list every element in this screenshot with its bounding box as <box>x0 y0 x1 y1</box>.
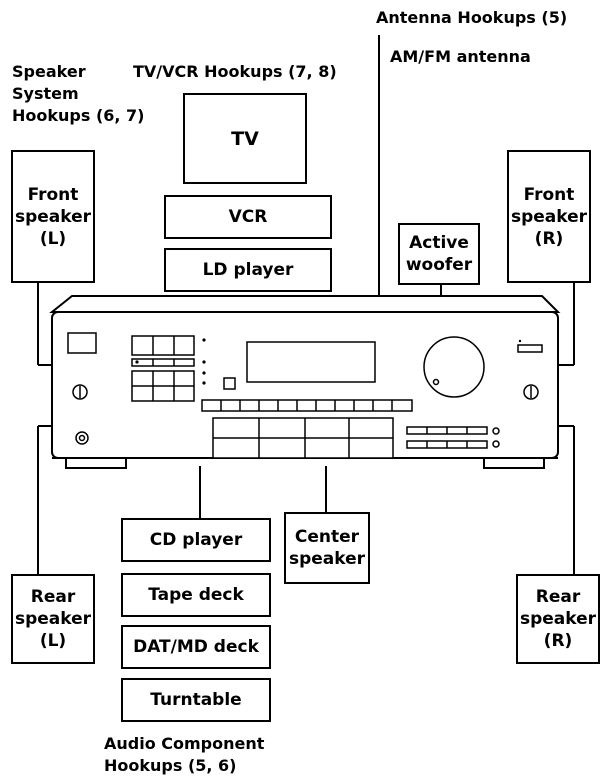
tape-deck-box: Tape deck <box>121 573 271 617</box>
receiver-foot-left <box>65 457 127 469</box>
display-window <box>246 341 376 383</box>
active-woofer-box: Active woofer <box>398 223 480 285</box>
power-button <box>67 332 97 354</box>
ld-player-box: LD player <box>164 248 332 292</box>
tv-box: TV <box>183 93 307 184</box>
right-slot <box>517 344 543 353</box>
function-button-row <box>201 399 413 412</box>
receiver-top <box>49 295 561 313</box>
front-speaker-r-box: Front speaker (R) <box>507 150 591 283</box>
antenna-hookups-heading: Antenna Hookups (5) <box>376 8 568 27</box>
front-speaker-l-box: Front speaker (L) <box>11 150 95 283</box>
dat-md-deck-box: DAT/MD deck <box>121 625 271 669</box>
rear-speaker-r-box: Rear speaker (R) <box>516 574 600 664</box>
cd-player-box: CD player <box>121 518 271 562</box>
small-button <box>223 377 236 390</box>
volume-dial <box>423 336 485 398</box>
center-speaker-box: Center speaker <box>284 512 370 584</box>
tv-vcr-hookups-heading: TV/VCR Hookups (7, 8) <box>133 62 337 81</box>
receiver-foot-right <box>483 457 545 469</box>
rear-speaker-l-box: Rear speaker (L) <box>11 574 95 664</box>
am-fm-antenna-label: AM/FM antenna <box>390 47 531 66</box>
vcr-box: VCR <box>164 195 332 239</box>
speaker-system-hookups-heading: Speaker System Hookups (6, 7) <box>12 62 145 125</box>
audio-component-hookups-heading: Audio Component Hookups (5, 6) <box>104 734 265 775</box>
turntable-box: Turntable <box>121 678 271 722</box>
